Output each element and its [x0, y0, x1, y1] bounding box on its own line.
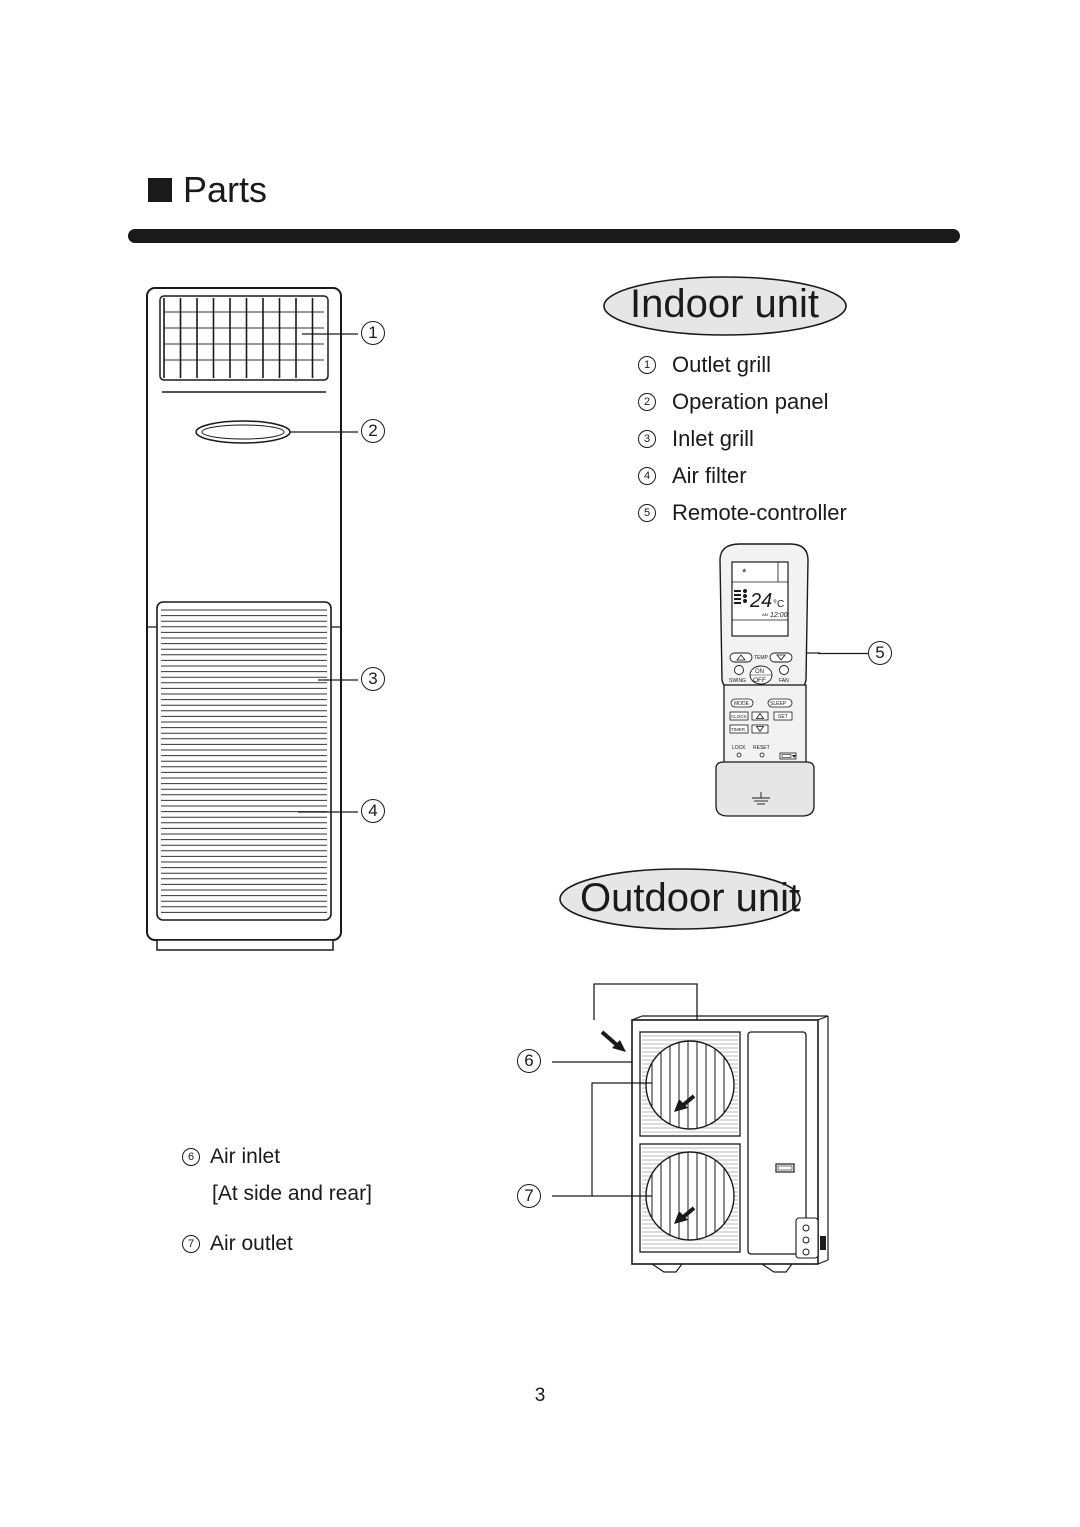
section-heading: Parts [148, 168, 267, 212]
remote-timer-label: TIMER [731, 727, 746, 732]
remote-set-label: SET [778, 714, 788, 720]
indoor-unit-title: Indoor unit [630, 282, 820, 326]
legend-item-air-outlet: 7 Air outlet [182, 1231, 293, 1257]
remote-temp-label: TEMP [754, 655, 769, 661]
legend-label: Air inlet [210, 1145, 281, 1168]
legend-item-operation-panel: 2 Operation panel [638, 388, 829, 416]
outdoor-title-oval [559, 868, 801, 930]
remote-lock-label: LOCK [732, 745, 746, 751]
heading-rule [128, 229, 960, 243]
svg-text:*: * [742, 567, 747, 579]
remote-swing-label: SWING [729, 678, 746, 684]
outlet-grill [159, 295, 329, 381]
callout-7: 7 [517, 1184, 541, 1208]
remote-on-label: ON [755, 669, 764, 675]
callout-3: 3 [361, 667, 385, 691]
fan-upper [645, 1040, 735, 1130]
air-outlet-arrow-upper-icon [674, 1094, 696, 1112]
remote-mode-label: MODE [734, 701, 750, 707]
legend-item-air-inlet: 6 Air inlet [182, 1144, 280, 1170]
legend-label: Air outlet [210, 1232, 293, 1255]
callout-6: 6 [517, 1049, 541, 1073]
callout-2: 2 [361, 419, 385, 443]
air-inlet-note: [At side and rear] [212, 1182, 372, 1205]
remote-temp-unit: °C [773, 599, 784, 610]
fan-lower [645, 1151, 735, 1241]
legend-number: 3 [638, 430, 656, 448]
legend-label: Air filter [672, 463, 747, 488]
remote-off-label: OFF [753, 677, 766, 684]
legend-item-remote-controller: 5 Remote-controller [638, 499, 847, 527]
outdoor-unit-title: Outdoor unit [580, 876, 801, 920]
legend-number: 5 [638, 504, 656, 522]
legend-label: Operation panel [672, 389, 829, 414]
section-title: Parts [183, 169, 268, 210]
legend-label: Outlet grill [672, 352, 772, 377]
page-number: 3 [534, 1385, 546, 1406]
legend-number: 4 [638, 467, 656, 485]
remote-fan-label: FAN [779, 678, 789, 684]
remote-reset-label: RESET [753, 745, 770, 751]
callout-1: 1 [361, 321, 385, 345]
outdoor-unit-drawing [552, 983, 829, 1273]
air-inlet-arrow-icon [600, 1030, 626, 1052]
legend-number: 1 [638, 356, 656, 374]
remote-leader-line [818, 652, 868, 655]
legend-item-air-filter: 4 Air filter [638, 462, 747, 490]
callout-5: 5 [868, 641, 892, 665]
remote-clock: 12:00 [770, 612, 788, 619]
legend-number: 2 [638, 393, 656, 411]
remote-controller-drawing: * 24 °C AM 12:00 TEMP ON OFF SWING FAN M… [715, 543, 820, 817]
air-outlet-arrow-lower-icon [674, 1206, 696, 1224]
legend-number: 7 [182, 1235, 200, 1253]
legend-label: Inlet grill [672, 426, 754, 451]
legend-label: Remote-controller [672, 500, 847, 525]
legend-item-inlet-grill: 3 Inlet grill [638, 425, 754, 453]
operation-panel [195, 420, 291, 444]
indoor-unit-drawing [146, 287, 358, 951]
remote-am: AM [762, 612, 768, 617]
remote-clock-label: CLOCK [731, 714, 747, 719]
legend-item-outlet-grill: 1 Outlet grill [638, 351, 771, 379]
remote-sleep-label: SLEEP [770, 701, 787, 707]
legend-number: 6 [182, 1148, 200, 1166]
callout-4: 4 [361, 799, 385, 823]
indoor-title-oval [603, 276, 847, 336]
remote-temp-display: 24 [749, 590, 772, 612]
square-bullet-icon [148, 178, 172, 202]
